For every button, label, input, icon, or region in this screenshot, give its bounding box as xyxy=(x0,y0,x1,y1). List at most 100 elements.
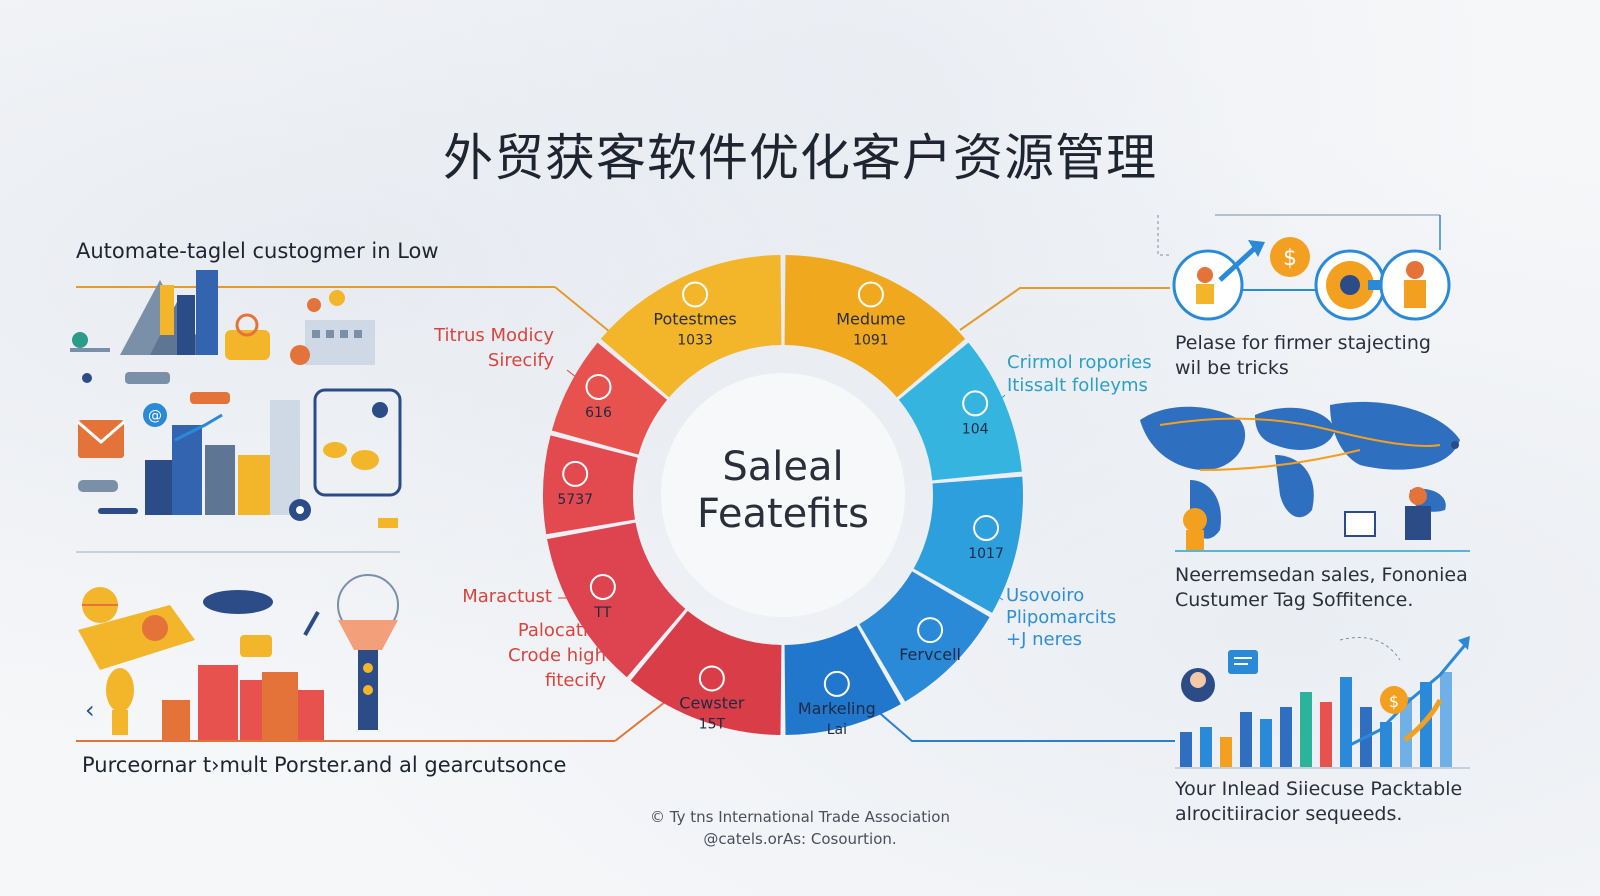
growth-bar xyxy=(1280,707,1292,767)
right-caption-3-line1: Your Inlead Siiecuse Packtable xyxy=(1175,778,1463,800)
growth-bar xyxy=(1420,682,1432,767)
wheel-center-title-line1: Saleal xyxy=(722,444,843,490)
handshake-money-icon xyxy=(78,605,195,670)
annotation-right-lower-line2: Plipomarcits xyxy=(1006,607,1117,628)
annotation-left-lower-2-line2: Crode high xyxy=(507,645,606,666)
envelope-icon xyxy=(77,420,125,458)
growth-bar xyxy=(1340,677,1352,767)
wheel-segment-1 xyxy=(784,255,966,398)
right-caption-1-line2: wil be tricks xyxy=(1175,357,1289,379)
trophy-icon xyxy=(106,668,134,735)
annotation-left-lower-1: Maractust xyxy=(462,586,552,607)
target-icon xyxy=(698,665,725,692)
bus-icon xyxy=(190,392,230,404)
svg-text:@: @ xyxy=(148,408,162,424)
annotation-left-lower-2: Palocatiat Crode high fitecify xyxy=(508,618,606,693)
right-caption-2-line2: Custumer Tag Soffitence. xyxy=(1175,589,1414,611)
svg-text:$: $ xyxy=(1283,246,1297,271)
annotation-right-upper: Crirmol ropories Itissalt folleyms xyxy=(1007,351,1152,397)
person-arrow-icon xyxy=(1172,240,1265,321)
chart-icon xyxy=(962,390,989,417)
wheel-segment-9 xyxy=(551,342,668,455)
right-caption-3-line2: alrocitiiracior sequeeds. xyxy=(1175,803,1403,825)
right-caption-2: Neerremsedan sales, Fononiea Custumer Ta… xyxy=(1175,563,1468,613)
svg-text:$: $ xyxy=(1389,692,1399,711)
footer-line2: @catels.orAs: Cosourtion. xyxy=(703,830,897,848)
network-icon xyxy=(917,617,944,644)
annotation-left-upper-line1: Titrus Modicy xyxy=(434,325,554,346)
wheel-segment-value-5: Lai xyxy=(827,722,847,738)
lantern-icon xyxy=(225,313,270,360)
right-caption-1-line1: Pelase for firmer stajecting xyxy=(1175,332,1431,354)
annotation-right-lower-line1: Usovoiro xyxy=(1006,585,1085,606)
wheel-segment-2 xyxy=(898,342,1022,481)
trend-icon xyxy=(585,373,612,400)
wheel-segment-label-4: Fervcell xyxy=(899,645,961,664)
wheel-segment-label-5: Markeling xyxy=(798,699,876,718)
growth-bar xyxy=(1260,719,1272,767)
annotation-right-lower: Usovoiro Plipomarcits +J neres xyxy=(1006,585,1116,651)
page-title: 外贸获客软件优化客户资源管理 xyxy=(443,129,1157,187)
team-icon xyxy=(589,574,616,600)
annotation-right-upper-line1: Crirmol ropories xyxy=(1007,352,1152,373)
annotation-left-upper: Titrus Modicy Sirecify xyxy=(434,323,554,373)
wheel-segment-0 xyxy=(600,255,782,398)
box-icon xyxy=(378,518,398,528)
wheel-segment-value-6: 15T xyxy=(699,716,726,732)
dot-icon xyxy=(82,373,92,383)
growth-bar xyxy=(1320,702,1332,767)
annotation-right-upper-line2: Itissalt folleyms xyxy=(1007,375,1148,396)
world-map-icon xyxy=(313,388,402,497)
cloud-icon xyxy=(823,670,850,697)
wheel-center-title-line2: Featefits xyxy=(697,491,869,537)
city-icon xyxy=(290,290,375,365)
pen-icon xyxy=(303,611,320,636)
growth-bar xyxy=(1380,722,1392,767)
bar-icon xyxy=(98,508,138,514)
building-icon xyxy=(160,270,218,355)
tree-icon xyxy=(70,332,110,352)
wheel-segment-3 xyxy=(913,476,1023,613)
left-bottom-caption: Purceornar t›mult Porster.and al gearcut… xyxy=(82,753,567,777)
car-icon xyxy=(78,480,118,492)
businessman-icon xyxy=(1379,249,1451,321)
globe-coin-icon xyxy=(82,587,118,623)
wheel-segment-label-1: Medume xyxy=(836,309,905,328)
handshake-icon xyxy=(682,281,709,308)
footer-line1: © Ty tns International Trade Association xyxy=(650,808,950,826)
wheel-segment-6 xyxy=(630,610,782,735)
wheel-segment-value-0: 1033 xyxy=(677,332,713,348)
arrow-left-icon: ‹ xyxy=(85,696,95,724)
footer-credit: © Ty tns International Trade Association… xyxy=(560,806,1040,850)
skyline-icon xyxy=(145,400,300,515)
growth-chart-icon: $ xyxy=(1180,636,1470,767)
wheel-segment-4 xyxy=(859,571,990,702)
gear-icon xyxy=(289,499,311,521)
globe-icon xyxy=(562,460,589,487)
lightbulb-key-icon xyxy=(337,574,399,730)
world-map-icon xyxy=(1140,401,1460,550)
pill-icon xyxy=(125,372,170,384)
growth-bar xyxy=(1400,697,1412,767)
wheel-segment-value-9: 616 xyxy=(585,405,612,421)
right-caption-3: Your Inlead Siiecuse Packtable alrocitii… xyxy=(1175,777,1462,827)
wheel-center xyxy=(661,373,905,617)
skyline-bottom-icon xyxy=(162,665,324,740)
growth-bar xyxy=(1240,712,1252,767)
document-icon xyxy=(973,515,1000,542)
wheel-segment-value-2: 104 xyxy=(962,421,989,437)
wheel-segment-5 xyxy=(784,625,901,735)
growth-bar xyxy=(1200,727,1212,767)
annotation-left-upper-line2: Sirecify xyxy=(487,350,554,371)
dollar-coin-icon: $ xyxy=(1270,237,1310,277)
chat-bubble-icon xyxy=(240,635,272,657)
growth-bar xyxy=(1440,672,1452,767)
wheel-segment-7 xyxy=(547,522,686,678)
growth-bar xyxy=(1180,732,1192,767)
wheel-segment-value-3: 1017 xyxy=(968,546,1004,562)
growth-bar xyxy=(1220,737,1232,767)
